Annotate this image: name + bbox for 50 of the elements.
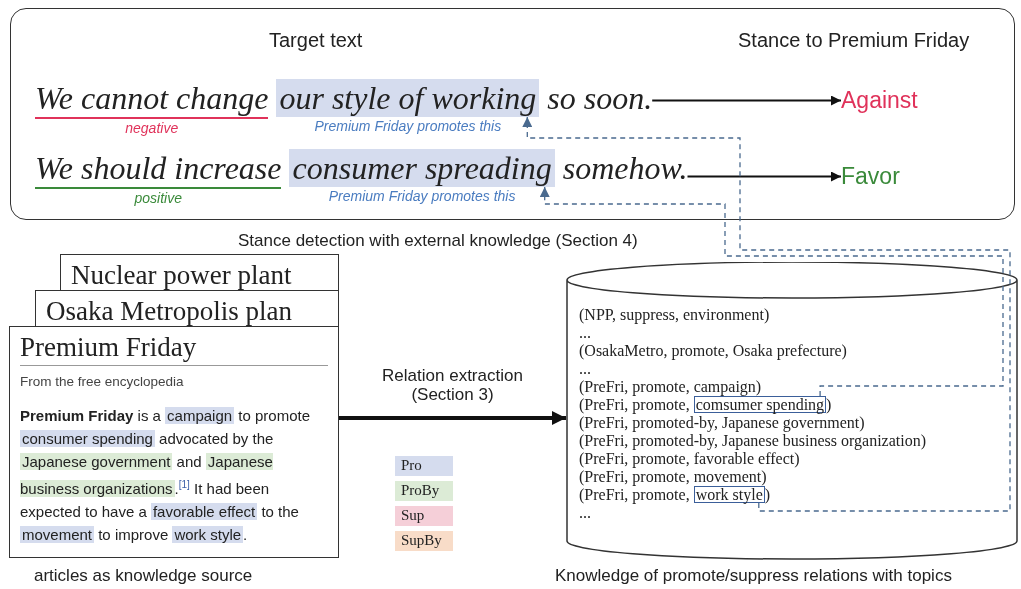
knowledge-note: Premium Friday promotes this — [314, 118, 502, 134]
legend-label: Sup — [401, 507, 425, 524]
column-heading: Target text — [269, 29, 363, 52]
article-page — [9, 326, 339, 558]
relation-triple: (PreFri, promote, — [579, 396, 690, 414]
sentence-phrase: We cannot change — [35, 79, 269, 119]
sentence-phrase: so soon. — [547, 79, 653, 117]
polarity-note: negative — [125, 120, 179, 136]
arrow — [339, 411, 566, 425]
article-title: Osaka Metropolis plan — [46, 295, 292, 327]
article-page — [60, 254, 339, 291]
stance-label: Favor — [841, 163, 900, 190]
caption: Stance detection with external knowledge (Section 4) — [238, 231, 638, 251]
article-page — [35, 290, 339, 327]
legend-label: ProBy — [401, 482, 440, 499]
stance-label: Against — [841, 87, 918, 114]
legend-label: Pro — [401, 457, 422, 474]
relation-triple: ) — [826, 396, 832, 414]
relation-triple: (OsakaMetro, promote, Osaka prefecture) — [579, 342, 847, 360]
relation-triple: (PreFri, promote, movement) — [579, 468, 767, 486]
ellipsis-text: ... — [579, 360, 591, 378]
knowledge-note: Premium Friday promotes this — [328, 188, 516, 204]
relation-triple: (PreFri, promoted-by, Japanese business organization) — [579, 432, 927, 450]
dashed-arrow — [522, 116, 1011, 512]
boxed-term: comsumer spending — [693, 396, 827, 413]
ellipsis-text: ... — [579, 324, 591, 342]
polarity-note: positive — [134, 190, 182, 206]
boxed-term: work style — [693, 486, 765, 503]
sentence-phrase: We should increase — [35, 149, 282, 189]
arrow — [651, 95, 842, 106]
dashed-arrow — [539, 186, 1004, 397]
legend-label: SupBy — [401, 532, 442, 549]
sentence-phrase: somehow. — [562, 149, 688, 187]
stance-panel — [10, 8, 1015, 220]
article-paragraph: Premium Friday is a campaign to promote consumer spending advocated by the Japanese government and Japanese business organizations.$^{[1]}$ It had been expected to have a favorable effect to the movement to improve work style. — [20, 406, 311, 545]
article-title: Nuclear power plant — [71, 259, 292, 291]
arrow — [686, 171, 842, 182]
caption: Knowledge of promote/suppress relations with topics — [555, 566, 952, 586]
column-heading: Stance to Premium Friday — [738, 29, 970, 52]
caption: articles as knowledge source — [34, 566, 253, 586]
relation-triple: ) — [764, 486, 771, 504]
relation-triple: (PreFri, promoted-by, Japanese government) — [579, 414, 865, 432]
relation-triple: (PreFri, promote, favorable effect) — [579, 450, 800, 468]
ellipsis-text: ... — [579, 504, 591, 522]
article-title: Premium Friday — [20, 331, 197, 363]
highlighted-phrase: consumer spreading — [289, 149, 555, 187]
relation-triple: (PreFri, promote, campaign) — [579, 378, 762, 396]
highlighted-phrase: our style of working — [276, 79, 540, 117]
article-source-line: From the free encyclopedia — [20, 374, 184, 389]
relation-triple: (NPP, suppress, environment) — [579, 306, 770, 324]
